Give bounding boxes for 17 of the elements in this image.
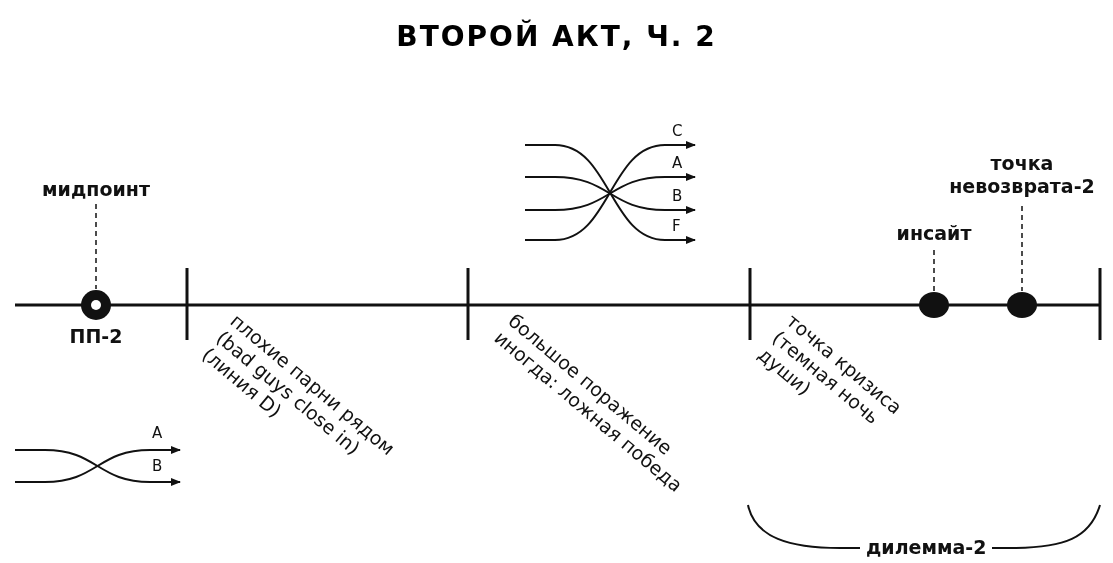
- ring-marker: [80, 289, 112, 321]
- marker-label: инсайт: [884, 222, 984, 250]
- letter-label: C: [672, 122, 683, 140]
- letter-label: A: [152, 424, 163, 442]
- leader-line: [1021, 205, 1023, 292]
- letter-label: B: [672, 187, 683, 205]
- dot-marker: [918, 291, 950, 319]
- marker-label: точка невозврата-2: [947, 152, 1097, 206]
- dot-marker: [1006, 291, 1038, 319]
- leader-line: [95, 203, 97, 290]
- marker-label: мидпоинт: [36, 178, 156, 204]
- marker-caption: ПП-2: [68, 325, 124, 348]
- diagram-title: ВТОРОЙ АКТ, Ч. 2: [395, 20, 718, 53]
- leader-line: [933, 249, 935, 292]
- letter-label: A: [672, 154, 683, 172]
- letter-label: B: [152, 457, 163, 475]
- letter-label: F: [672, 217, 681, 235]
